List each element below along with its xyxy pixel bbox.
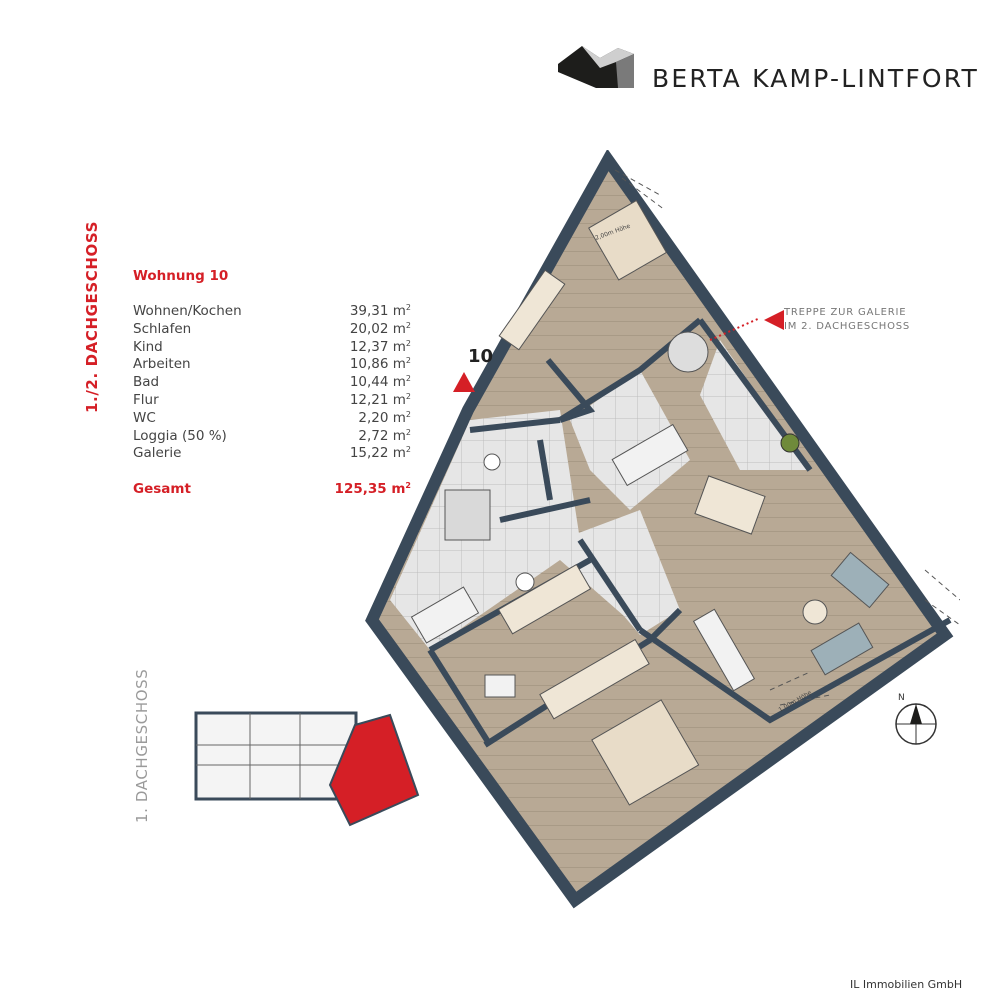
spiral-stair <box>667 331 709 373</box>
room-area: 12,37 m2 <box>349 338 411 355</box>
room-row: Arbeiten 10,86 m2 <box>133 356 411 374</box>
room-area: 39,31 m2 <box>349 303 411 319</box>
room-row: Wohnen/Kochen 39,31 m2 <box>133 303 411 321</box>
hall-floor <box>560 510 680 635</box>
room-area: 10,86 m2 <box>349 356 411 373</box>
logo-icon <box>558 46 634 88</box>
floor-label-main: 1./2. DACHGESCHOSS <box>83 220 101 413</box>
desk-child <box>484 674 516 698</box>
toilet <box>483 453 501 471</box>
room-area: 15,22 m2 <box>349 445 411 462</box>
kitchen-island <box>611 423 689 487</box>
stair-annotation: TREPPE ZUR GALERIE IM 2. DACHGESCHOSS <box>784 306 910 334</box>
sofa-right <box>830 551 890 609</box>
dining-table <box>694 475 766 535</box>
sink <box>515 572 535 592</box>
bathtub <box>410 586 480 644</box>
room-row: Bad 10,44 m2 <box>133 374 411 392</box>
bed-upper <box>588 199 668 281</box>
room-area: 12,21 m2 <box>349 391 411 408</box>
room-row: Kind 12,37 m2 <box>133 339 411 357</box>
plant <box>780 433 800 453</box>
room-name: Flur <box>133 391 159 408</box>
room-row: WC 2,20 m2 <box>133 410 411 428</box>
bathroom-floor <box>390 410 640 650</box>
room-row: Loggia (50 %) 2,72 m2 <box>133 428 411 446</box>
wardrobe-bedroom <box>539 638 650 720</box>
unit-number: 10 <box>468 346 494 367</box>
room-area: 2,72 m2 <box>358 427 411 444</box>
brand-name: BERTA KAMP-LINTFORT <box>652 64 980 93</box>
kitchen-floor <box>570 370 690 510</box>
svg-text:N: N <box>898 693 905 703</box>
unit-arrow-icon <box>453 372 475 392</box>
room-name: Bad <box>133 374 160 391</box>
room-area: 2,20 m2 <box>358 409 411 426</box>
floor-label-overview: 1. DACHGESCHOSS <box>133 668 151 823</box>
room-area: 20,02 m2 <box>349 320 411 337</box>
room-name: Wohnen/Kochen <box>133 303 242 319</box>
stair-annotation-line2: IM 2. DACHGESCHOSS <box>784 321 911 332</box>
room-row: Galerie 15,22 m2 <box>133 445 411 463</box>
total-area: 125,35 m2 <box>334 481 411 497</box>
total-row: Gesamt 125,35 m2 <box>133 481 411 497</box>
coffee-table <box>802 599 828 625</box>
room-name: Galerie <box>133 445 182 462</box>
room-name: Kind <box>133 338 163 355</box>
stair-pointer-icon <box>764 310 784 330</box>
room-name: Loggia (50 %) <box>133 427 227 444</box>
interior-walls <box>427 317 952 748</box>
total-label: Gesamt <box>133 481 191 497</box>
wardrobe-child <box>497 563 592 635</box>
room-row: Schlafen 20,02 m2 <box>133 321 411 339</box>
floor-plan: 2,00m Höhe 1,00m Höhe <box>365 150 960 909</box>
room-name: Arbeiten <box>133 356 191 373</box>
wardrobe-upper <box>498 269 566 351</box>
room-row: Flur 12,21 m2 <box>133 392 411 410</box>
sofa-lower <box>810 622 874 676</box>
bed-bedroom <box>591 699 700 806</box>
unit-title: Wohnung 10 <box>133 268 229 284</box>
room-name: Schlafen <box>133 320 192 337</box>
shower <box>444 489 491 541</box>
room-name: WC <box>133 409 156 426</box>
compass-icon: N <box>895 693 937 745</box>
copyright: IL Immobilien GmbH <box>850 978 963 991</box>
unit-highlight <box>328 713 420 827</box>
room-table: Wohnen/Kochen 39,31 m2 Schlafen 20,02 m2 Kin… <box>133 303 411 463</box>
stair-annotation-line1: TREPPE ZUR GALERIE <box>784 307 907 318</box>
overview-plan <box>194 711 420 827</box>
room-area: 10,44 m2 <box>349 374 411 391</box>
kitchen-counter <box>692 608 756 692</box>
